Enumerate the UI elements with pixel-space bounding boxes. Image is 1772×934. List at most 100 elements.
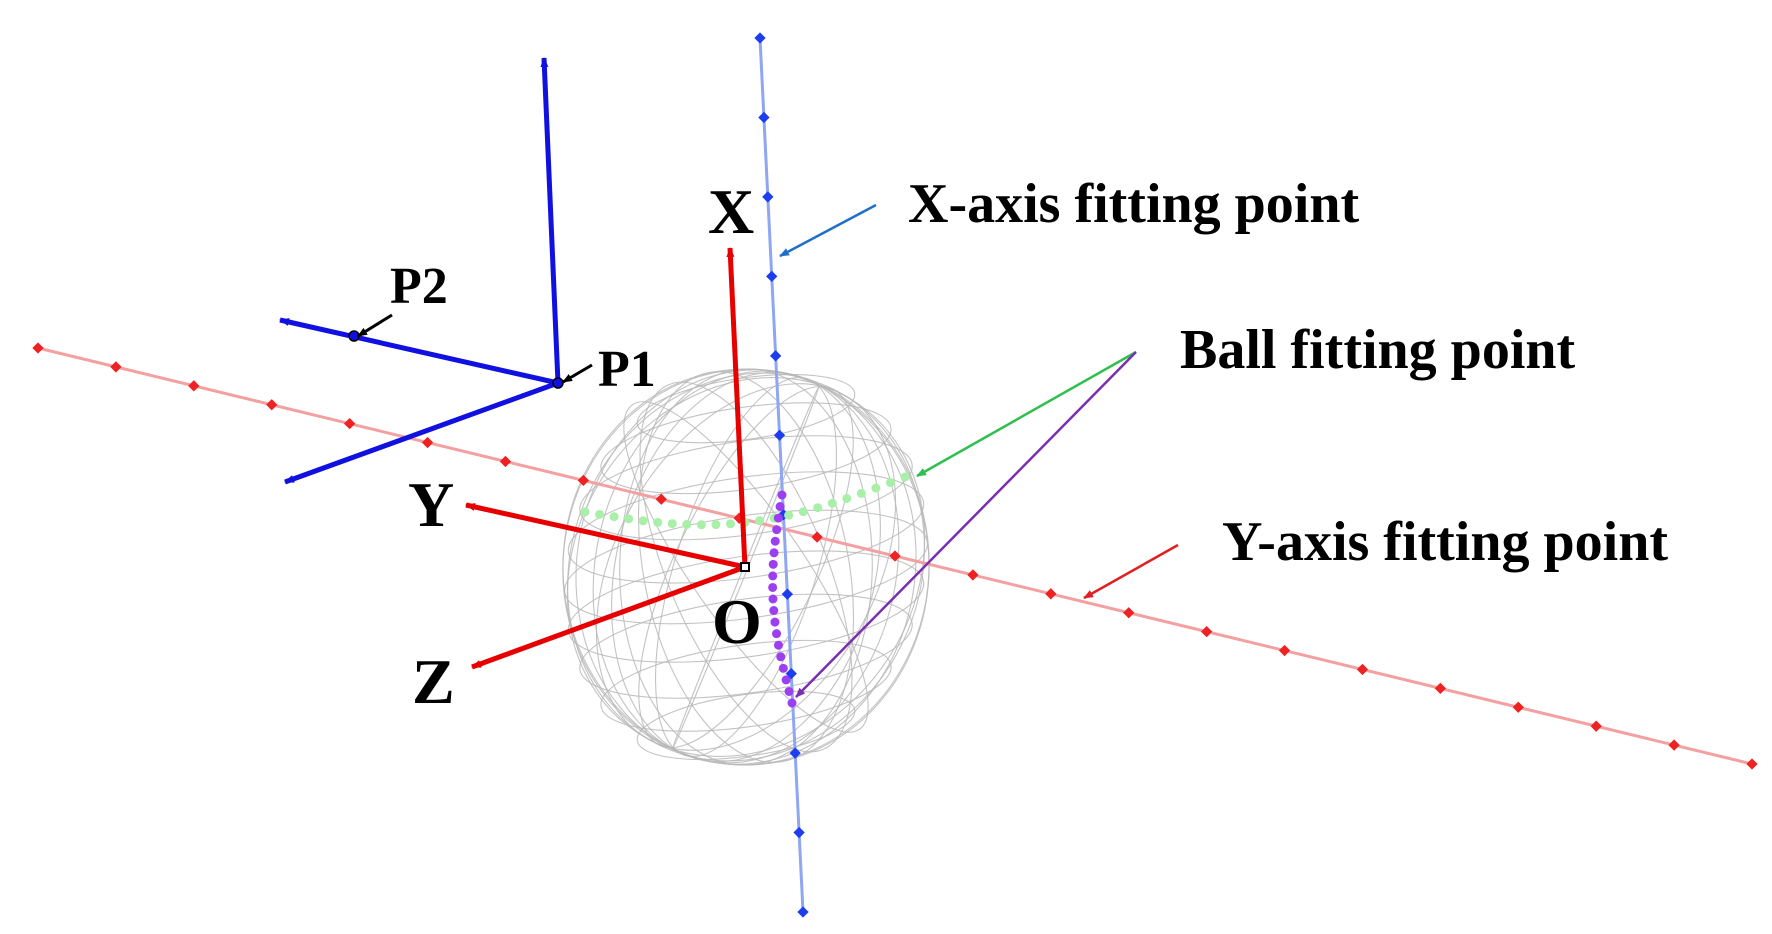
y-axis-fitting-points (32, 342, 1758, 770)
ball-fitting-leader-green (916, 350, 1137, 478)
sphere-ring (567, 372, 925, 762)
ball-fitting-label: Ball fitting point (1180, 319, 1576, 381)
y-fit-point (421, 436, 434, 449)
y-fit-point (110, 361, 122, 373)
y-fit-point (1200, 625, 1213, 638)
ball-fit-point (768, 582, 778, 592)
y-axis-arrow (465, 502, 746, 570)
tool-vertical-arrow (540, 57, 561, 384)
x-fit-point (781, 588, 794, 600)
ball-fitting-leader-purple (795, 351, 1137, 698)
y-axis-fitting-label: Y-axis fitting point (1222, 511, 1668, 573)
x-axis-arrow (726, 247, 748, 568)
sphere-ring (637, 371, 855, 763)
y-fitting-leader-arrow (1083, 543, 1179, 600)
ball-fit-point (770, 536, 780, 546)
ball-fit-point (682, 519, 692, 529)
ball-fit-point (772, 629, 782, 639)
p2-point (348, 330, 360, 342)
ball-fit-point (842, 494, 852, 504)
ball-fit-point (787, 698, 797, 708)
ball-fit-point (784, 686, 794, 696)
p2-leader-arrow (357, 313, 393, 338)
p1-point (552, 377, 564, 389)
y-fit-point (577, 474, 590, 487)
sphere-ring (619, 368, 873, 766)
x-fit-point (754, 32, 766, 44)
ball-fit-point (776, 652, 786, 662)
y-axis-label: Y (408, 469, 454, 540)
sphere-latitude (579, 593, 913, 699)
ball-fit-point (768, 571, 778, 581)
ball-fit-point (772, 525, 782, 535)
origin-marker (740, 562, 750, 572)
y-fit-point (32, 342, 44, 354)
z-axis-label: Z (412, 646, 455, 717)
ball-fit-point (609, 512, 619, 522)
ball-fit-point (773, 513, 783, 523)
p1-label: P1 (598, 341, 656, 398)
y-fit-point (1045, 588, 1057, 600)
y-fit-point (1746, 758, 1758, 770)
ball-fitting-points-green (580, 472, 910, 530)
tool-frame (279, 57, 564, 485)
x-axis-label: X (708, 176, 754, 247)
ball-fit-point (595, 509, 605, 519)
x-fit-point (773, 429, 786, 441)
y-fit-point (1278, 644, 1291, 657)
sphere-latitude (600, 639, 892, 732)
tool-lower-arrow (284, 380, 559, 485)
y-fit-point (655, 493, 667, 505)
ball-fit-point (784, 510, 794, 520)
x-fit-point (766, 270, 778, 283)
ball-fit-point (768, 559, 778, 569)
ball-fit-point (781, 675, 791, 685)
ball-fit-point (773, 640, 783, 650)
x-axis-fitting-label: X-axis fitting point (908, 173, 1359, 235)
ball-fit-point (900, 472, 910, 482)
origin-label: O (712, 586, 762, 657)
ball-fit-point (827, 498, 837, 508)
tool-p2-arrow (279, 317, 559, 386)
ball-fit-point (777, 490, 787, 500)
y-fit-point (188, 380, 200, 392)
ball-fit-point (769, 606, 779, 616)
y-fit-point (1123, 607, 1135, 619)
ball-fit-point (696, 520, 706, 530)
ball-fit-point (778, 663, 788, 673)
y-fit-point (1668, 739, 1680, 751)
ball-fit-point (769, 548, 779, 558)
y-fit-point (1512, 701, 1524, 713)
ball-fit-point (711, 520, 721, 530)
y-fit-point (1434, 682, 1447, 695)
y-fit-point (266, 399, 278, 411)
p2-label: P2 (390, 258, 448, 315)
sphere-latitude (600, 402, 892, 495)
x-fitting-leader-arrow (779, 203, 877, 258)
y-fit-point (889, 550, 901, 562)
sphere-longitude (566, 377, 926, 757)
x-fit-point (762, 191, 774, 203)
ball-fit-point (871, 483, 881, 493)
x-fit-point (758, 111, 770, 124)
y-fit-point (499, 455, 512, 468)
x-fit-point (793, 826, 805, 839)
ball-fit-point (667, 519, 677, 529)
ball-fit-point (856, 488, 866, 498)
x-fit-point (797, 906, 809, 918)
p1-leader-arrow (562, 363, 593, 384)
origin-frame (465, 247, 750, 670)
ball-fit-point (770, 617, 780, 627)
ball-fit-point (638, 516, 648, 526)
sphere-ring (623, 401, 869, 733)
ball-fit-point (653, 517, 663, 527)
wireframe-sphere (562, 368, 930, 766)
ball-fit-point (813, 503, 823, 513)
y-fit-point (1356, 663, 1369, 676)
y-fit-point (1590, 720, 1602, 732)
x-fit-point (769, 350, 782, 362)
y-axis-fitting-line (32, 342, 1758, 770)
y-fit-point (811, 531, 823, 543)
y-fit-point (967, 569, 979, 581)
